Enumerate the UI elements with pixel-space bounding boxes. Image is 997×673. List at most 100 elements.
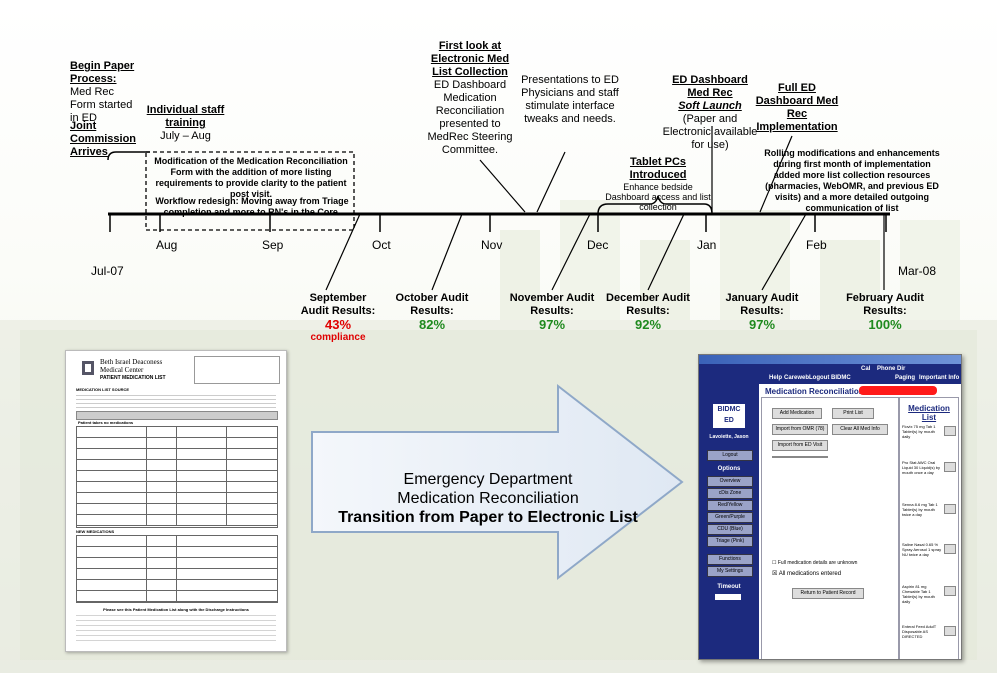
disabled-button	[772, 456, 828, 458]
month-label: Aug	[156, 238, 178, 252]
ehr-nav-green-purple[interactable]: Green/Purple	[707, 512, 753, 523]
audit-label: January Audit Results:	[725, 292, 799, 317]
presentations-text: Presentations to ED Physicians and staff…	[521, 74, 619, 125]
audit-percent: 100%	[868, 317, 902, 332]
checkbox-label: All medications entered	[778, 571, 842, 577]
ehr-medication-list-panel: Medication List Flovix 75 mg Tab 1 Table…	[899, 397, 959, 659]
ehr-nav-triage-pink[interactable]: Triage (Pink)	[707, 536, 753, 547]
ehr-patient-name-redacted	[859, 386, 937, 395]
paper-table-header	[76, 411, 278, 420]
ehr-menu-item[interactable]: Logout	[809, 375, 830, 381]
ehr-menu-item[interactable]: Important Info	[919, 375, 960, 381]
paper-footer: Please see this Patient Medication List …	[103, 607, 249, 612]
ehr-user-name: Lavoiette, Jason	[709, 434, 749, 440]
audit-november: November Audit Results: 97%	[506, 292, 598, 331]
ehr-menu-item[interactable]: Cal	[861, 366, 871, 372]
audit-connectors	[325, 213, 885, 291]
tablet-text: Enhance bedside Dashboard access and lis…	[605, 182, 711, 212]
staff-training-event: Individual staff training July – Aug	[143, 104, 228, 143]
ehr-menu-item[interactable]: Careweb	[784, 375, 810, 381]
begin-paper-event: Begin Paper Process: Med Rec Form starte…	[70, 60, 140, 125]
ehr-nav-cdu-blue[interactable]: CDU (Blue)	[707, 524, 753, 535]
ehr-menu-item[interactable]: BIDMC	[831, 375, 851, 381]
bg-block	[500, 230, 540, 320]
med-list-item: Saline Nasal 0.65 % Spray Aerosol 1 spra…	[902, 542, 942, 557]
audit-note: compliance	[310, 332, 366, 343]
first-look-text: ED Dashboard Medication Reconciliation p…	[427, 79, 513, 156]
staff-training-title: Individual staff training	[146, 104, 225, 129]
ehr-menu-bar: Help Careweb Logout BIDMC Cal Phone Dir …	[699, 364, 961, 384]
ehr-nav-overview[interactable]: Overview	[707, 476, 753, 487]
delete-med-button[interactable]	[944, 626, 956, 636]
import-ed-visit-button[interactable]: Import from ED Visit	[772, 440, 828, 451]
paper-table-divider	[226, 426, 227, 526]
delete-med-button[interactable]	[944, 586, 956, 596]
month-label: Jan	[697, 238, 717, 252]
audit-december: December Audit Results: 92%	[602, 292, 694, 331]
import-omr-button[interactable]: Import from OMR (78)	[772, 424, 828, 435]
checkbox-label: Full medication details are unknown	[777, 560, 858, 566]
return-to-patient-button[interactable]: Return to Patient Record	[792, 588, 864, 599]
ehr-menu-item[interactable]: Phone Dir	[877, 366, 906, 372]
delete-med-button[interactable]	[944, 462, 956, 472]
month-label: Feb	[806, 238, 827, 252]
ehr-nav-red-yellow[interactable]: Red/Yellow	[707, 500, 753, 511]
ehr-page-title: Medication Reconciliation for	[765, 387, 877, 396]
joint-commission-label: Joint Commission Arrives	[70, 120, 137, 158]
ehr-sidebar: BIDMC ED Lavoiette, Jason Logout Options…	[699, 384, 759, 659]
bg-block	[560, 200, 620, 320]
workflow-redesign-text: Workflow redesign: Moving away from Tria…	[155, 196, 349, 217]
ehr-menu-item[interactable]: Help	[769, 375, 783, 381]
clear-all-button[interactable]: Clear All Med Info	[832, 424, 888, 435]
med-list-title: Medication List	[908, 404, 950, 422]
paper-table-divider	[176, 535, 177, 601]
add-medication-button[interactable]: Add Medication	[772, 408, 822, 419]
full-implementation-title: Full ED Dashboard Med Rec Implementation	[752, 82, 842, 134]
month-label: Nov	[481, 238, 503, 252]
audit-percent: 82%	[418, 317, 446, 332]
ehr-timeout-label: Timeout	[717, 584, 741, 590]
ehr-logout-button[interactable]: Logout	[707, 450, 753, 461]
audit-label: September Audit Results:	[300, 292, 376, 317]
ehr-title-bar	[699, 355, 961, 364]
paper-section: MEDICATION LIST SOURCE	[76, 387, 130, 392]
audit-january: January Audit Results: 97%	[718, 292, 806, 331]
all-meds-checkbox[interactable]: ☒ All medications entered	[772, 571, 842, 577]
arrow-line-1: Emergency Department	[403, 471, 573, 488]
bg-block	[900, 220, 960, 320]
audit-october: October Audit Results: 82%	[392, 292, 472, 331]
timeline-end-label: Mar-08	[898, 264, 937, 278]
audit-label: November Audit Results:	[509, 292, 595, 317]
bg-block	[720, 210, 790, 320]
audit-percent: 97%	[538, 317, 566, 332]
ehr-timeout-field[interactable]	[715, 594, 741, 600]
audit-label: February Audit Results:	[846, 292, 924, 317]
full-details-checkbox[interactable]: ☐ Full medication details are unknown	[772, 560, 858, 566]
med-list-item: Aspirin 81 mg Chewable Tab 1 Tablet(s) b…	[902, 584, 935, 604]
month-label: Dec	[587, 238, 609, 252]
delete-med-button[interactable]	[944, 504, 956, 514]
form-modification-text: Modification of the Medication Reconcili…	[154, 156, 348, 199]
audit-label: December Audit Results:	[606, 292, 690, 317]
ehr-my-settings-button[interactable]: My Settings	[707, 566, 753, 577]
paper-signature-lines	[76, 615, 276, 643]
soft-launch-event: ED Dashboard Med Rec Soft Launch (Paper …	[660, 74, 760, 152]
ehr-menu-item[interactable]: Paging	[895, 375, 916, 381]
transition-arrow	[311, 383, 684, 581]
full-implementation-label: Full ED Dashboard Med Rec Implementation	[755, 82, 839, 133]
paper-medication-form: Beth Israel Deaconess Medical Center PAT…	[65, 350, 287, 652]
ehr-nav-cdis-zone[interactable]: cDis Zone	[707, 488, 753, 499]
delete-med-button[interactable]	[944, 426, 956, 436]
begin-paper-title: Begin Paper Process:	[70, 60, 135, 85]
delete-med-button[interactable]	[944, 544, 956, 554]
print-list-button[interactable]: Print List	[832, 408, 874, 419]
paper-table-divider	[146, 535, 147, 601]
med-list-item: Senna 8.6 mg Tab 1 Tablet(s) by mouth tw…	[902, 502, 938, 517]
paper-org-line: Beth Israel Deaconess	[100, 358, 163, 366]
med-list-item: Pro Stat AWC Oral Liquid 30 Liquid(s) by…	[902, 460, 941, 475]
arrow-line-2: Medication Reconciliation	[397, 490, 579, 507]
ehr-functions-button[interactable]: Functions	[707, 554, 753, 565]
audit-percent: 97%	[748, 317, 776, 332]
arrow-line-3: Transition from Paper to Electronic List	[338, 509, 638, 526]
first-look-title: First look at Electronic Med List Collec…	[430, 40, 510, 78]
